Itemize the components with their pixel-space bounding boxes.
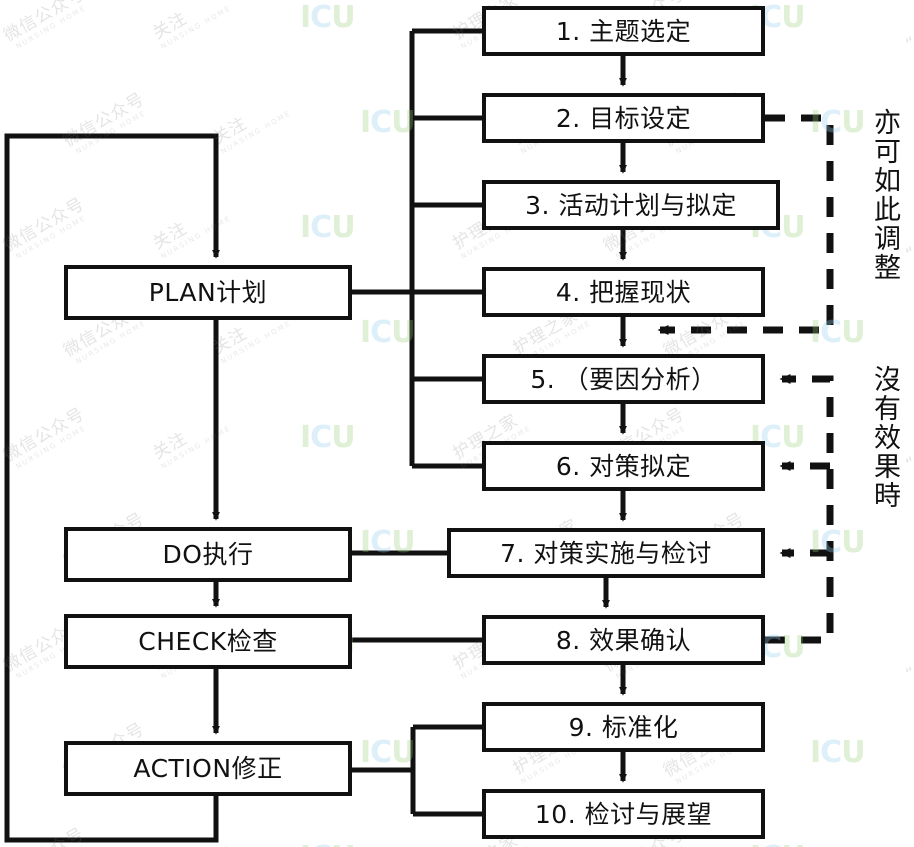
node-step-1-label: 1. 主题选定 [555,16,692,46]
node-step-9[interactable]: 9. 标准化 [482,702,765,752]
node-action[interactable]: ACTION修正 [64,741,352,796]
node-step-2-label: 2. 目标设定 [555,103,692,133]
node-step-1[interactable]: 1. 主题选定 [482,6,765,56]
node-do-label: DO执行 [162,540,254,569]
node-check[interactable]: CHECK检查 [64,614,352,669]
side-note-adjust: 亦可如此调整 [869,108,900,282]
node-step-5-label: 5. （要因分析） [530,364,717,394]
node-step-10[interactable]: 10. 检讨与展望 [482,789,765,839]
node-plan-label: PLAN计划 [148,278,268,307]
node-step-8[interactable]: 8. 效果确认 [482,615,765,665]
node-step-8-label: 8. 效果确认 [555,625,692,655]
node-step-7[interactable]: 7. 对策实施与检讨 [447,528,765,578]
node-plan[interactable]: PLAN计划 [64,265,352,320]
node-step-10-label: 10. 检讨与展望 [534,799,713,829]
node-step-6-label: 6. 对策拟定 [555,451,692,481]
node-step-2[interactable]: 2. 目标设定 [482,93,765,143]
node-step-3[interactable]: 3. 活动计划与拟定 [482,180,780,230]
node-step-4[interactable]: 4. 把握现状 [482,267,765,317]
side-note-no-effect: 沒有效果時 [869,365,900,510]
node-do[interactable]: DO执行 [64,527,352,582]
node-step-9-label: 9. 标准化 [568,712,679,742]
node-step-6[interactable]: 6. 对策拟定 [482,441,765,491]
node-check-label: CHECK检查 [138,627,278,656]
node-step-7-label: 7. 对策实施与检讨 [500,538,712,568]
node-step-3-label: 3. 活动计划与拟定 [525,190,737,220]
node-step-5[interactable]: 5. （要因分析） [482,354,765,404]
dashed-adjust-path [657,114,834,335]
loop-action-to-plan [4,133,220,843]
node-step-4-label: 4. 把握现状 [555,277,692,307]
node-action-label: ACTION修正 [133,754,283,783]
dashed-noeffect-to-5 [765,374,834,644]
